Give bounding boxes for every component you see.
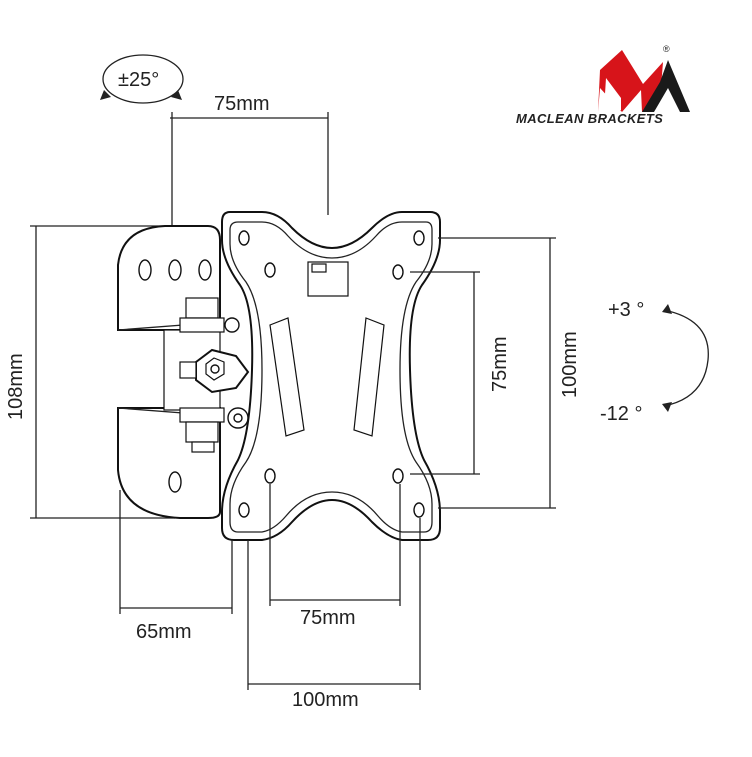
logo-cutout [604, 78, 621, 110]
swivel-indicator: ±25° [100, 54, 184, 104]
vesa-slot-left [269, 317, 305, 437]
tilt-up-label: +3 ° [608, 299, 644, 321]
dim-label: 75mm [489, 336, 511, 392]
hinge-collar [179, 407, 225, 423]
swivel-label: ±25° [118, 69, 159, 91]
tilt-arrow-up-icon [662, 304, 672, 314]
pivot-screw [224, 317, 240, 333]
dim-vesa-horizontal-100: 100mm [247, 518, 421, 711]
tilt-arrow-down-icon [662, 402, 672, 412]
tilt-arc [663, 309, 709, 407]
vesa-hole-100 [413, 230, 425, 246]
tilt-indicator: +3 ° -12 ° [600, 299, 709, 425]
vesa-hole-75 [392, 468, 404, 484]
dim-label: 75mm [300, 607, 356, 629]
dim-wall-plate-width: 65mm [119, 490, 233, 643]
mounting-hole [198, 259, 212, 281]
hinge-cap-bottom [185, 421, 219, 443]
swivel-arc [102, 54, 184, 104]
vesa-hole-75 [264, 262, 276, 278]
vesa-plate [221, 211, 441, 541]
tilt-down-label: -12 ° [600, 403, 642, 425]
vesa-hole-100 [238, 230, 250, 246]
hinge-nut [191, 441, 215, 453]
vesa-hole-75 [392, 264, 404, 280]
logo-black-m-shape [642, 60, 690, 112]
dim-vesa-vertical-75: 75mm [410, 271, 511, 475]
vesa-hole-100 [238, 502, 250, 518]
vesa-slot-right [353, 317, 385, 437]
dim-arm-width: 75mm [170, 93, 329, 225]
vesa-plate-inner-edge [229, 221, 433, 533]
vesa-plate-outline [221, 211, 441, 541]
swivel-arrow-left-icon [100, 90, 111, 100]
dim-label: 108mm [5, 353, 27, 420]
mounting-hole [168, 259, 182, 281]
dim-height-108: 108mm [5, 225, 175, 519]
dim-label: 65mm [136, 621, 192, 643]
hinge-collar [179, 317, 225, 333]
dim-label: 100mm [292, 689, 359, 711]
dim-label: 75mm [214, 93, 270, 115]
mounting-hole [138, 259, 152, 281]
vesa-hole-100 [413, 502, 425, 518]
mounting-hole [168, 471, 182, 493]
brand-name: MACLEAN BRACKETS [516, 111, 663, 126]
hinge-cap-top [185, 297, 219, 319]
bolt-center [210, 364, 220, 374]
dim-vesa-horizontal-75: 75mm [269, 484, 401, 629]
vesa-hole-75 [264, 468, 276, 484]
dim-vesa-vertical-100: 100mm [438, 237, 581, 509]
swivel-joint [179, 297, 250, 453]
bolt-washer [179, 361, 197, 379]
dim-label: 100mm [559, 331, 581, 398]
registered-mark: ® [663, 44, 670, 54]
swivel-arrow-right-icon [171, 90, 182, 100]
brand-logo: ® MACLEAN BRACKETS [516, 44, 690, 126]
pivot-screw-center [233, 413, 243, 423]
center-lock-tab [311, 263, 327, 273]
